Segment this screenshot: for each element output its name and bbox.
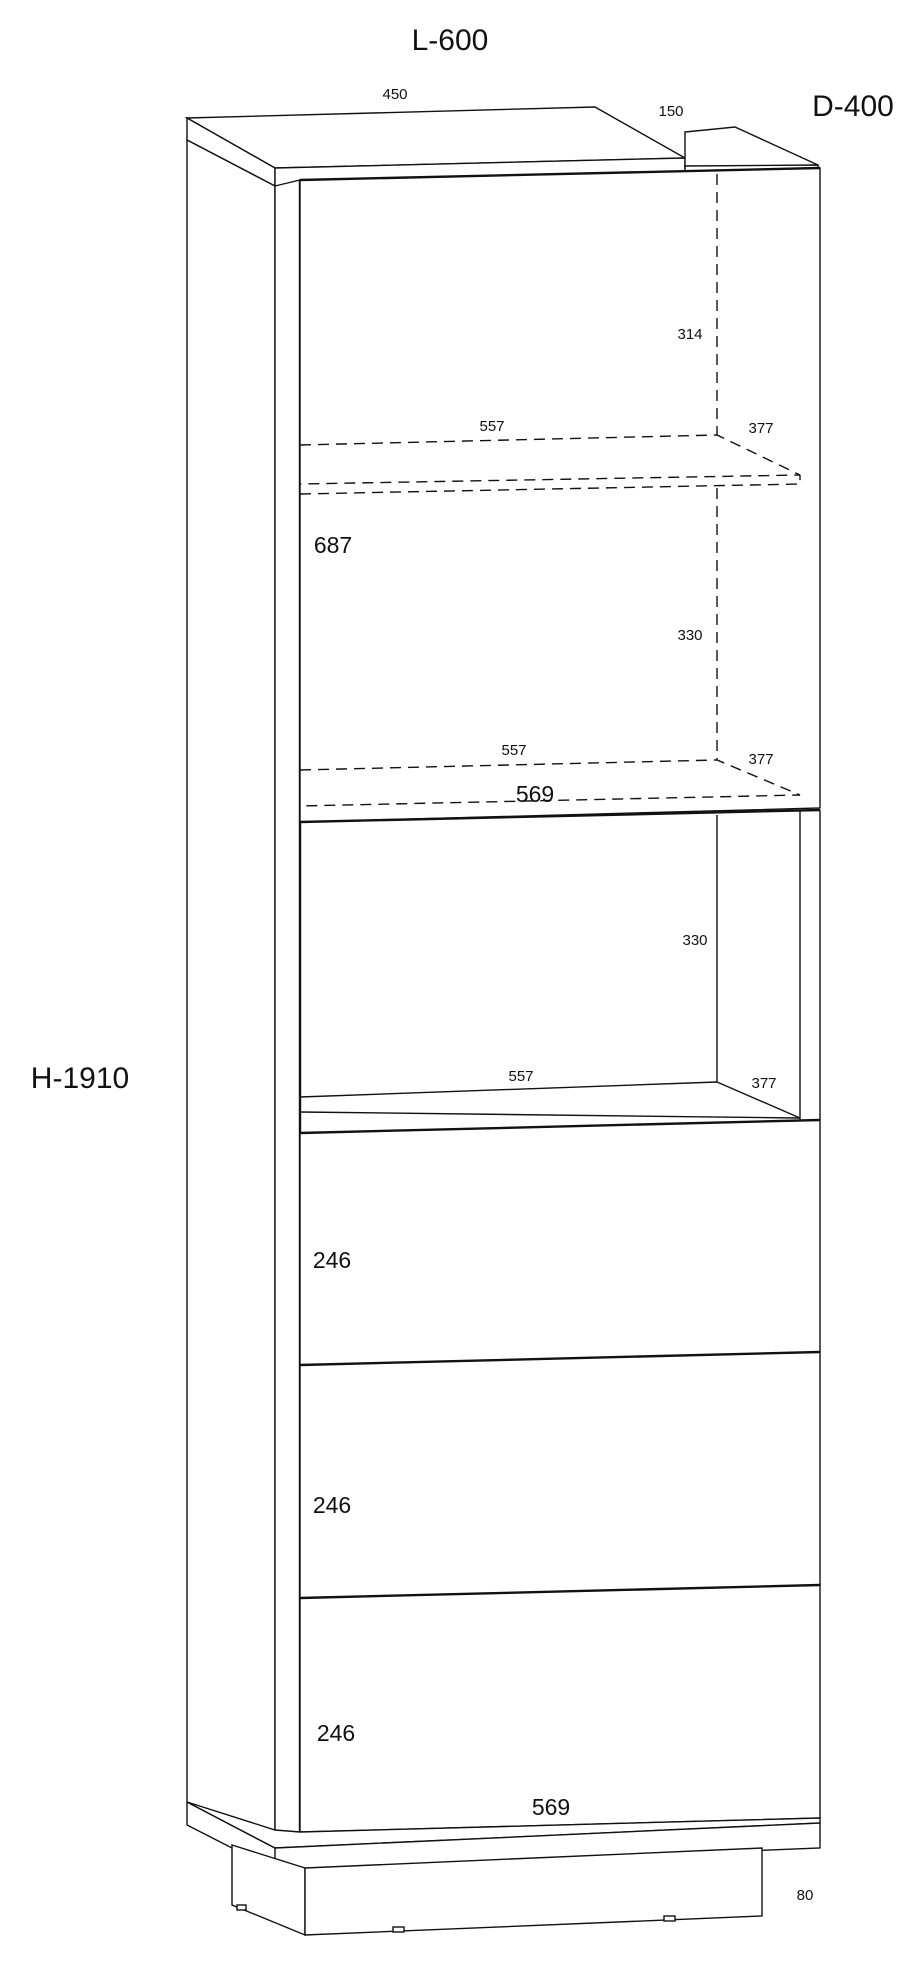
open-depth-label: 377 — [751, 1075, 776, 1092]
plinth — [231, 1844, 763, 1937]
drawer-2 — [299, 1350, 821, 1599]
glass-door-width-label: 569 — [516, 781, 554, 807]
upper-shelf-width-label: 557 — [479, 418, 504, 435]
glass-door-height-label: 687 — [314, 532, 352, 558]
depth-label: D-400 — [812, 90, 894, 123]
front-frame — [274, 179, 302, 1850]
drawer-3-height-label: 246 — [317, 1720, 355, 1746]
height-label: H-1910 — [31, 1062, 129, 1095]
plinth-height-label: 80 — [797, 1887, 814, 1904]
upper-height-label: 314 — [677, 326, 702, 343]
glass-door — [299, 166, 821, 823]
left-side-panel — [186, 138, 276, 1850]
drawer-2-height-label: 246 — [313, 1492, 351, 1518]
middle-height-label: 330 — [677, 627, 702, 644]
drawer-1-height-label: 246 — [313, 1247, 351, 1273]
middle-shelf-width-label: 557 — [501, 742, 526, 759]
open-width-label: 557 — [508, 1068, 533, 1085]
top-deep-part-label: 450 — [382, 86, 407, 103]
upper-shelf-depth-label: 377 — [748, 420, 773, 437]
open-compartment — [299, 810, 821, 1120]
drawer-1 — [299, 1118, 821, 1366]
dimension-labels: L-600 D-400 H-1910 450 150 314 557 377 6… — [31, 24, 894, 1904]
top-shallow-part-label: 150 — [658, 103, 683, 120]
open-height-label: 330 — [682, 932, 707, 949]
drawer-width-label: 569 — [532, 1794, 570, 1820]
upper-interior-hidden — [299, 174, 801, 807]
glass-door-bottom — [299, 808, 821, 824]
middle-shelf-depth-label: 377 — [748, 751, 773, 768]
length-label: L-600 — [412, 24, 489, 57]
